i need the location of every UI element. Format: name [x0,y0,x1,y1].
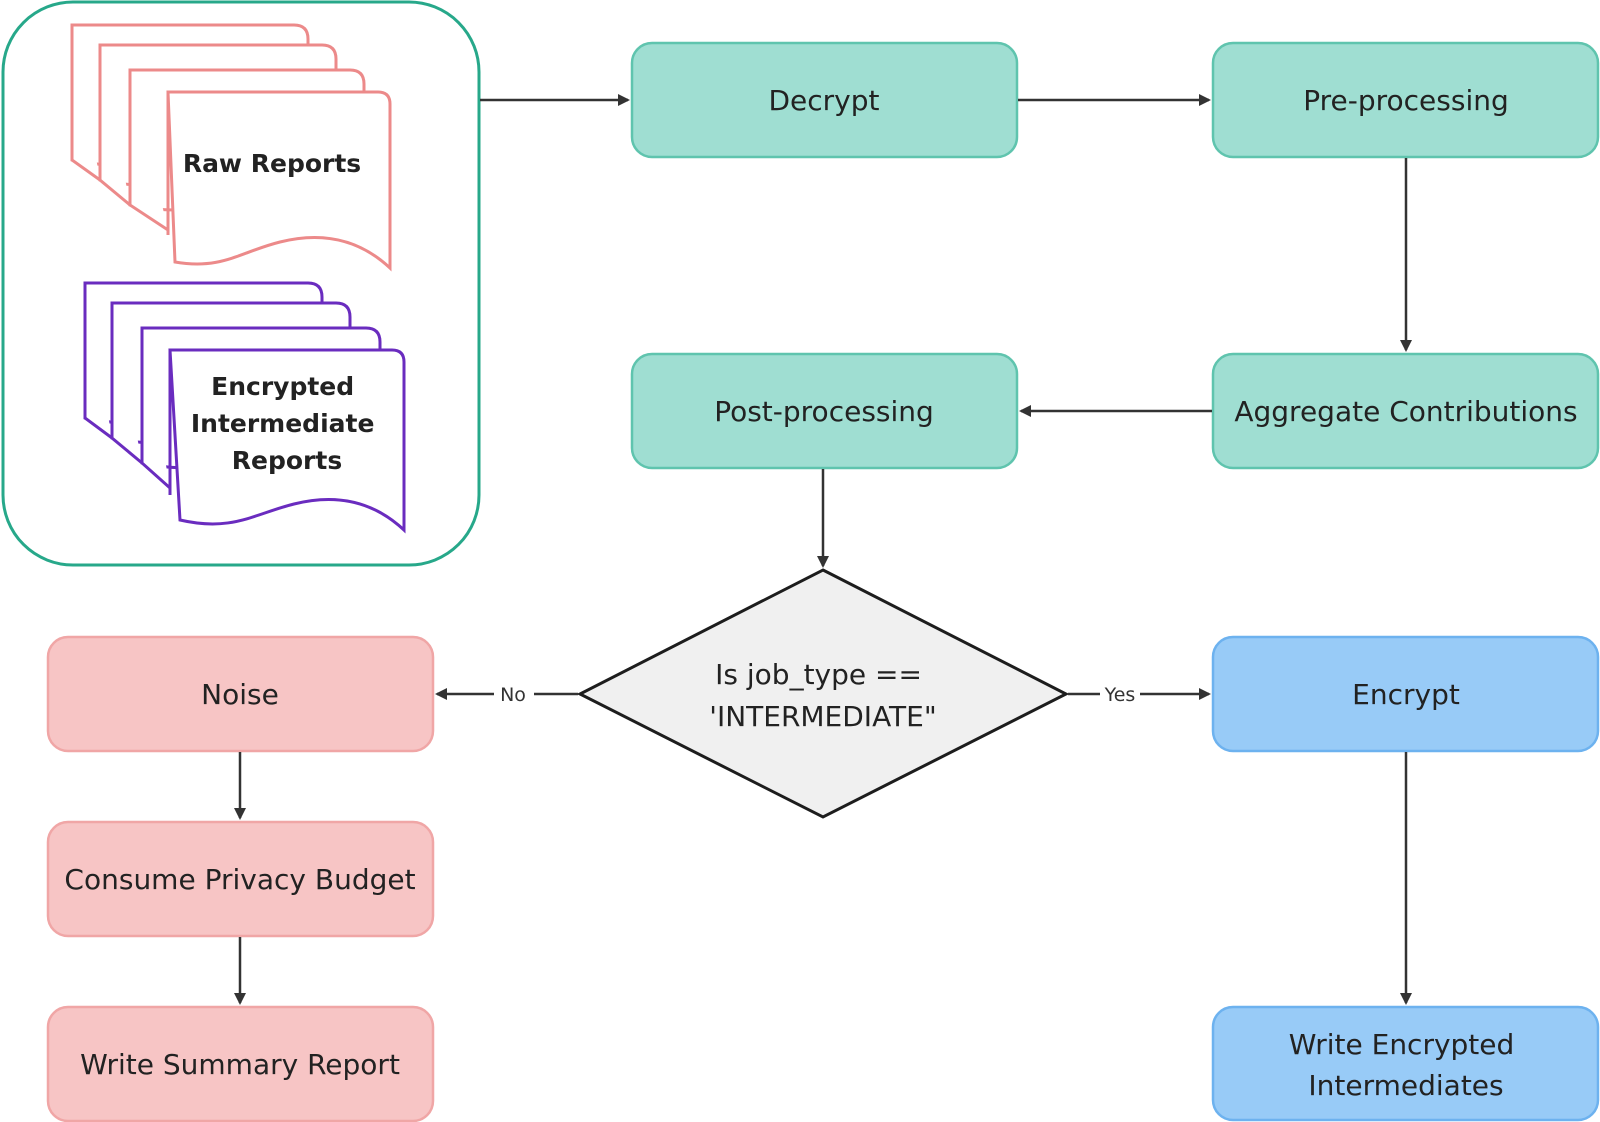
postprocessing-node: Post-processing [630,352,1019,470]
write-summary-report-label: Write Summary Report [80,1048,400,1081]
aggregate-contributions-node: Aggregate Contributions [1211,352,1600,470]
write-encrypted-intermediates-label: Write Encrypted Intermediates [1289,1028,1523,1102]
raw-reports-label: Raw Reports [183,149,361,178]
encrypted-reports-document-stack [83,281,406,534]
postprocessing-label: Post-processing [714,395,934,428]
edge-label-yes: Yes [1104,684,1136,706]
preprocessing-label: Pre-processing [1303,84,1509,117]
decision-label: Is job_type == 'INTERMEDIATE" [709,658,936,733]
decrypt-node: Decrypt [630,41,1019,159]
encrypted-reports-label: Encrypted Intermediate Reports [191,372,383,475]
noise-label: Noise [201,678,279,711]
raw-reports-document-stack [70,23,392,272]
write-encrypted-intermediates-node: Write Encrypted Intermediates [1211,1005,1600,1122]
edge-label-no: No [500,684,526,706]
decrypt-label: Decrypt [768,84,879,117]
aggregate-contributions-label: Aggregate Contributions [1234,395,1577,428]
noise-node: Noise [46,635,435,753]
preprocessing-node: Pre-processing [1211,41,1600,159]
consume-privacy-budget-node: Consume Privacy Budget [46,820,435,938]
job-type-decision-node: Is job_type == 'INTERMEDIATE" [576,568,1070,819]
encrypt-node: Encrypt [1211,635,1600,753]
encrypt-label: Encrypt [1352,678,1460,711]
write-summary-report-node: Write Summary Report [46,1005,435,1122]
consume-privacy-budget-label: Consume Privacy Budget [64,863,415,896]
